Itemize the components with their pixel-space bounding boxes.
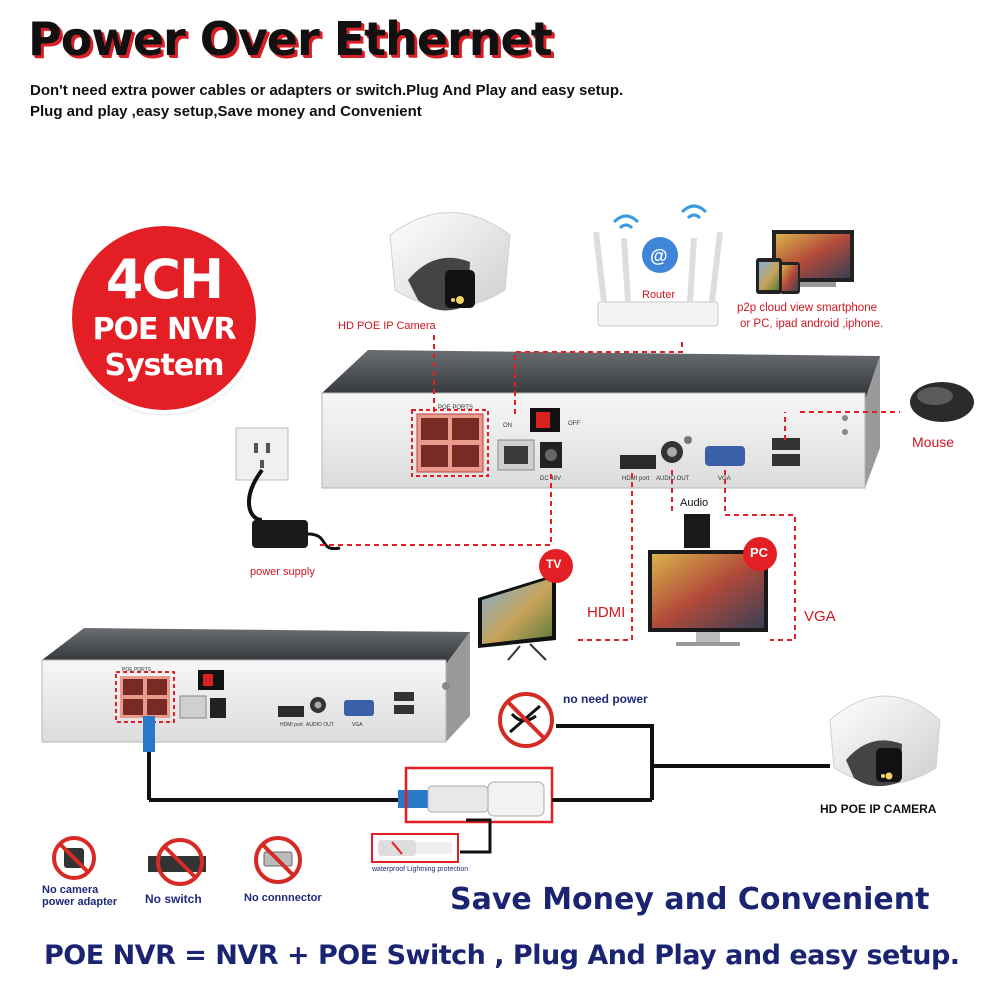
vga-port — [705, 446, 745, 466]
label-vga: VGA — [804, 608, 836, 625]
usb-port-1 — [772, 438, 800, 450]
label-no-need-power: no need power — [563, 692, 648, 706]
subtitle-line-2: Plug and play ,easy setup,Save money and… — [30, 103, 422, 120]
no-connector-icon — [254, 836, 302, 884]
camera-icon — [389, 212, 511, 311]
tv-icon — [478, 549, 573, 661]
no-switch-icon — [148, 838, 206, 886]
label-router: Router — [642, 289, 676, 301]
label-no-connector: No connnector — [244, 892, 322, 904]
no-power-icon — [498, 692, 554, 748]
nvr-top-on-label: ON — [503, 423, 512, 429]
nvr-top-off-label: OFF — [568, 421, 580, 427]
label-camera-bottom: HD POE IP CAMERA — [820, 802, 937, 816]
svg-text:@: @ — [650, 246, 668, 266]
label-hdmi: HDMI — [587, 604, 626, 621]
label-audio: Audio — [680, 497, 709, 509]
label-camera-top: HD POE IP Camera — [338, 320, 436, 332]
nvr-bottom-audio-label: AUDIO OUT — [306, 722, 334, 728]
label-p2p-2: or PC, ipad android ,iphone. — [740, 318, 884, 330]
no-adapter-icon — [52, 836, 96, 880]
power-adapter-icon — [252, 520, 341, 551]
label-pc: PC — [750, 545, 769, 560]
nvr-top-poe-label: POE PORTS — [438, 405, 473, 411]
label-no-adapter-1: No camera — [42, 884, 99, 896]
badge-line-1: 4CH — [105, 248, 224, 311]
nvr-bottom-poe-label: POE PORTS — [122, 667, 152, 673]
connection-lines — [320, 335, 900, 641]
nvr-bottom-hdmi-label: HDMI port — [280, 722, 303, 728]
nvr-top-lid — [322, 350, 880, 400]
router-icon: @ — [593, 204, 723, 327]
nvr-top-hdmi-label: HDMI port — [622, 476, 650, 482]
waterproof-connector-highlight — [404, 766, 554, 824]
label-p2p-1: p2p cloud view smartphone — [737, 302, 877, 314]
badge-line-2: POE NVR — [92, 312, 237, 347]
camera-bottom-icon — [829, 695, 941, 787]
label-no-switch: No switch — [145, 892, 202, 906]
label-power-supply: power supply — [250, 566, 315, 578]
devices-icon — [756, 230, 854, 294]
nvr-top: POE PORTS ON OFF DC 48V HDMI port AUDIO … — [321, 350, 880, 489]
poe-ports-highlight — [411, 409, 489, 477]
badge-line-3: System — [104, 348, 225, 383]
mouse-icon — [910, 382, 974, 422]
wifi-icon — [612, 214, 640, 224]
label-tv: TV — [546, 557, 562, 571]
speaker-icon — [684, 514, 710, 548]
4ch-badge: 4CH POE NVR System — [72, 226, 256, 410]
nvr-bottom-vga-label: VGA — [352, 722, 363, 728]
subtitle-line-1: Don't need extra power cables or adapter… — [30, 82, 624, 99]
label-no-adapter-2: power adapter — [42, 896, 118, 908]
power-socket-icon — [235, 427, 289, 522]
hdmi-port — [620, 455, 656, 469]
footer-save: Save Money and Convenient — [450, 882, 930, 917]
label-waterproof: waterproof Lightning protection — [372, 866, 469, 873]
nvr-bottom: POE PORTS HDMI port AUDIO OUT VGA — [41, 628, 470, 743]
usb-port-2 — [772, 454, 800, 466]
label-mouse: Mouse — [912, 434, 955, 450]
page-title: Power Over Ethernet — [28, 12, 553, 66]
monitor-icon — [648, 537, 777, 646]
network-cable — [143, 716, 830, 863]
footer-equation: POE NVR = NVR + POE Switch , Plug And Pl… — [44, 940, 960, 971]
